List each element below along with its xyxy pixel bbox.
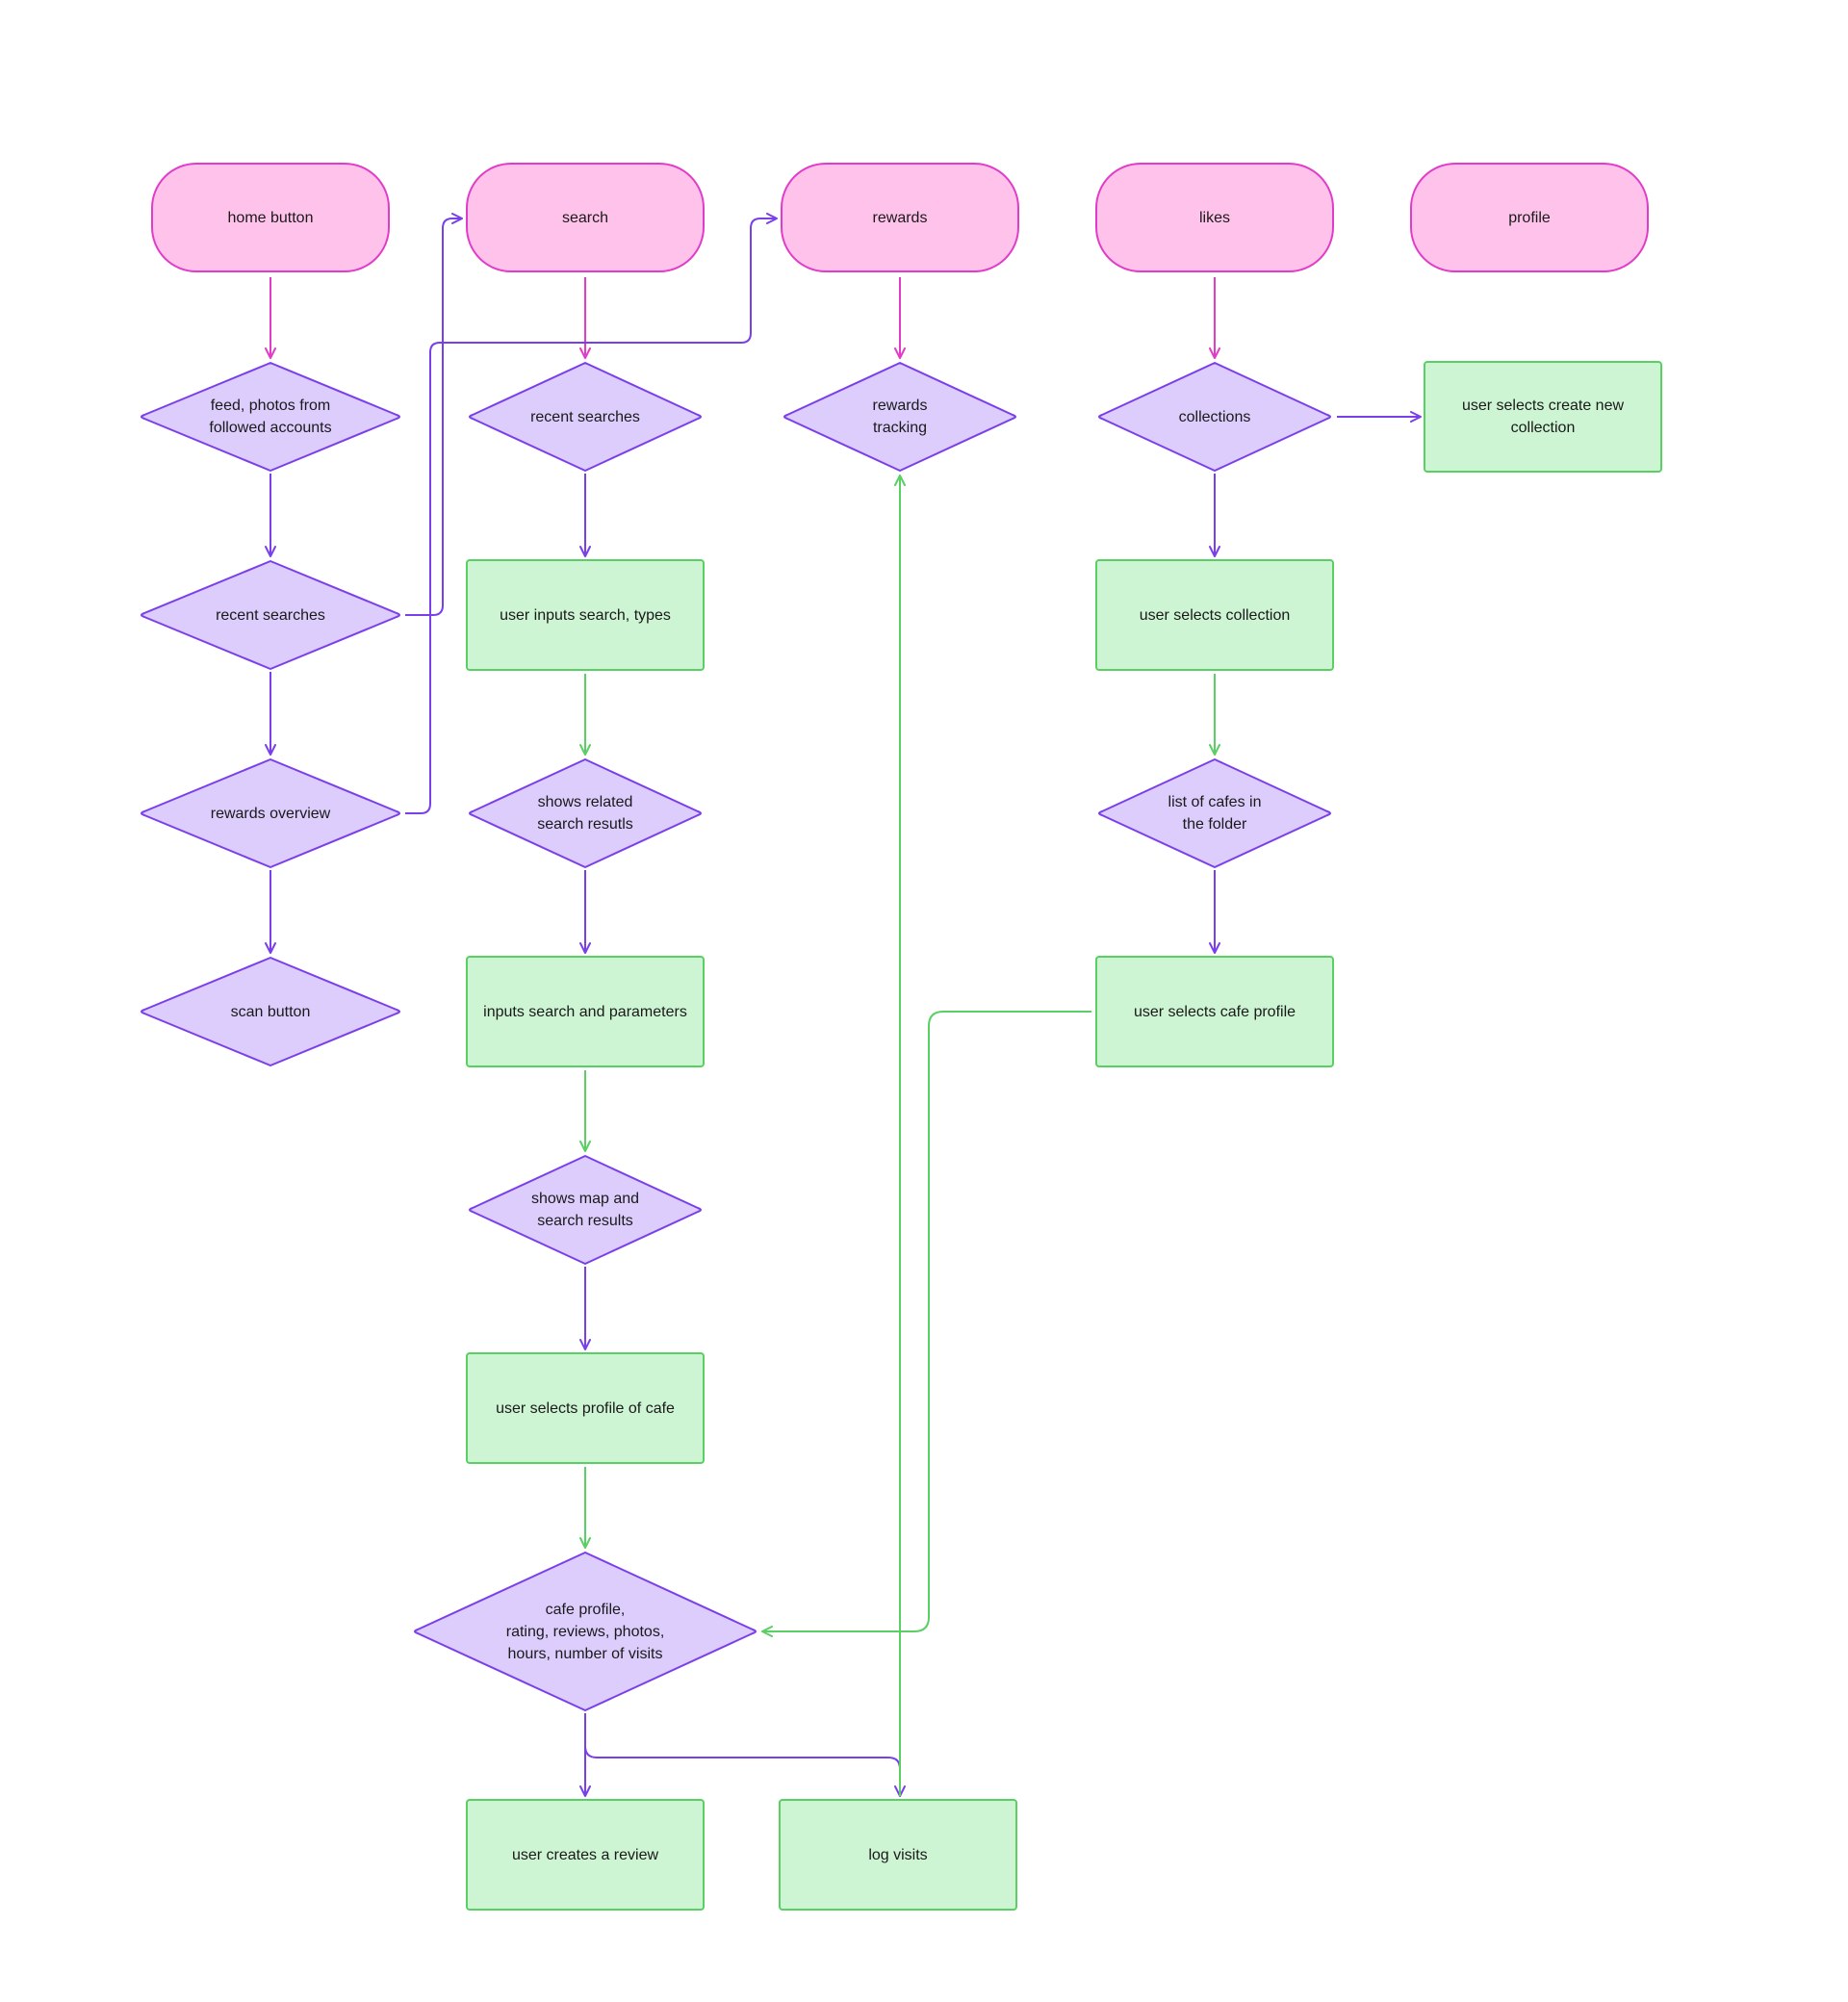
node-likes: likes: [1198, 209, 1230, 226]
node-shape-likes: [1095, 163, 1334, 272]
node-recent-searches: recent searches: [530, 408, 640, 425]
node-shape-user-inputs-search: [466, 559, 705, 671]
node-recent-searches-home: recent searches: [216, 606, 325, 624]
node-list-of-cafes: list of cafes in the folder: [1168, 794, 1262, 833]
node-shape-shows-related: [469, 758, 702, 868]
node-shape-user-creates-review: [466, 1799, 705, 1911]
node-user-selects-profile: user selects profile of cafe: [496, 1399, 675, 1417]
node-profile: profile: [1508, 209, 1551, 226]
node-shape-rewards-overview: [141, 758, 400, 868]
node-shape-user-selects-profile: [466, 1352, 705, 1464]
edge-recent-home-to-search: [405, 213, 463, 616]
node-shape-create-new-collection: [1424, 361, 1662, 473]
node-user-inputs-search: user inputs search, types: [500, 606, 671, 624]
node-scan-button: scan button: [230, 1003, 311, 1020]
node-search: search: [561, 209, 609, 226]
node-user-creates-review: user creates a review: [511, 1846, 659, 1863]
node-shape-cafe-profile: [414, 1552, 757, 1711]
node-rewards-tracking: rewards tracking: [872, 398, 928, 436]
node-shape-recent-searches-home: [141, 560, 400, 670]
node-shape-rewards-tracking: [783, 362, 1016, 472]
node-rewards: rewards: [872, 209, 928, 226]
node-rewards-overview: rewards overview: [210, 805, 331, 822]
node-shape-list-of-cafes: [1098, 758, 1331, 868]
node-shape-user-selects-collection: [1095, 559, 1334, 671]
node-create-new-collection: user selects create new collection: [1461, 398, 1625, 436]
node-shows-related: shows related search resutls: [537, 794, 633, 833]
node-user-selects-collection: user selects collection: [1139, 606, 1291, 624]
edge-cafeprofile-likes-to-cafe: [761, 1011, 1091, 1637]
node-shape-scan-button: [141, 957, 400, 1066]
node-shape-profile: [1410, 163, 1649, 272]
node-shape-home-button: [151, 163, 390, 272]
node-user-selects-cafe-profile: user selects cafe profile: [1133, 1003, 1296, 1020]
node-shape-collections: [1098, 362, 1331, 472]
node-shape-shows-map: [469, 1155, 702, 1265]
node-home-button: home button: [227, 209, 314, 226]
node-feed: feed, photos from followed accounts: [209, 398, 332, 436]
node-shows-map: shows map and search results: [530, 1191, 640, 1229]
node-inputs-search-params: inputs search and parameters: [483, 1003, 687, 1020]
node-shape-feed: [141, 362, 400, 472]
connectors: [265, 213, 1422, 1797]
node-log-visits: log visits: [868, 1846, 928, 1863]
node-shape-recent-searches: [469, 362, 702, 472]
node-shapes: [141, 163, 1662, 1911]
node-collections: collections: [1178, 408, 1251, 425]
node-shape-inputs-search-params: [466, 956, 705, 1067]
node-shape-user-selects-cafe-profile: [1095, 956, 1334, 1067]
edge-rewardsoverview-to-rewards: [405, 213, 778, 814]
node-shape-search: [466, 163, 705, 272]
node-cafe-profile: cafe profile, rating, reviews, photos, h…: [505, 1601, 665, 1662]
node-shape-rewards: [781, 163, 1019, 272]
node-shape-log-visits: [779, 1799, 1017, 1911]
